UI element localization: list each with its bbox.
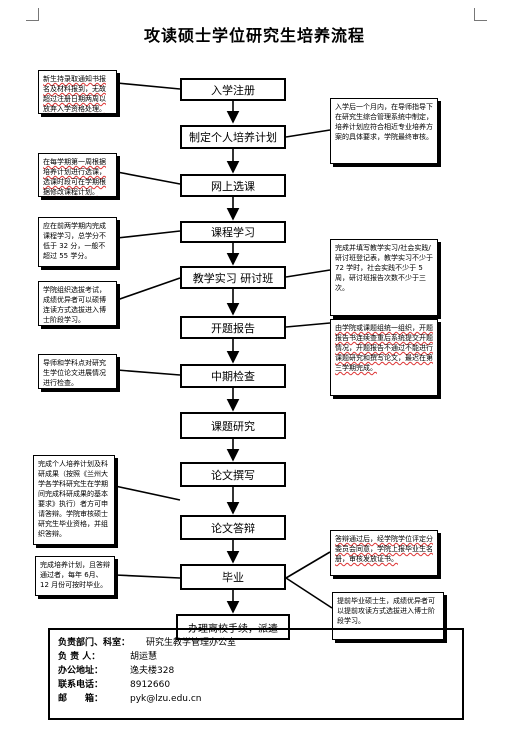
note-midterm-check: 导师和学科点对研究生学位论文进展情况进行检查。	[38, 354, 117, 389]
contact-row-dept: 负责部门、科室： 研究生教学管理办公室	[58, 636, 454, 650]
step-research: 课题研究	[180, 412, 286, 439]
step-enrollment: 入学注册	[180, 78, 286, 101]
note-proposal-report: 由学院或课题组统一组织，开题报告书连续查重后系统提交开题情况，开题报告不通过不能…	[330, 319, 438, 396]
step-teaching-practice-seminar: 教学实习 研讨班	[180, 266, 286, 289]
email-value: pyk@lzu.edu.cn	[130, 694, 202, 704]
step-course-selection: 网上选课	[180, 174, 286, 197]
step-course-study: 课程学习	[180, 221, 286, 243]
phone-label: 联系电话：	[58, 680, 104, 690]
dept-value: 研究生教学管理办公室	[146, 638, 237, 648]
corner-mark-top-right	[474, 8, 487, 21]
note-phd-selection: 学院组织选拔考试，成绩优异者可以硕博连读方式选拔进入博士阶段学习。	[38, 281, 117, 326]
note-practice-seminar: 完成并填写教学实习/社会实践/研讨班登记表，教学实习不少于 72 学时，社会实践…	[330, 239, 438, 316]
contact-row-address: 办公地址： 逸夫楼328	[58, 664, 454, 678]
step-thesis-defense: 论文答辩	[180, 515, 286, 540]
phone-value: 8912660	[130, 680, 171, 690]
email-label: 邮 箱：	[58, 694, 104, 704]
step-midterm-check: 中期检查	[180, 364, 286, 388]
dept-label: 负责部门、科室：	[58, 638, 131, 648]
person-label: 负 责 人：	[58, 652, 101, 662]
note-course-selection: 在每学期第一周根据培养计划进行选课，选课时段可在学期根据修改课程计划。	[38, 153, 117, 197]
step-thesis-writing: 论文撰写	[180, 462, 286, 487]
corner-mark-top-left	[26, 8, 39, 21]
page-title: 攻读硕士学位研究生培养流程	[143, 26, 365, 45]
contact-row-person: 负 责 人： 胡运慧	[58, 650, 454, 664]
person-value: 胡运慧	[130, 652, 158, 662]
note-early-graduation: 提前毕业硕士生，成绩优异者可以提前攻读方式选拔进入博士阶段学习。	[332, 592, 444, 640]
note-course-study: 应在前两学期内完成课程学习，总学分不低于 32 分，一般不超过 55 学分。	[38, 217, 117, 267]
contact-row-email: 邮 箱： pyk@lzu.edu.cn	[58, 692, 454, 706]
address-label: 办公地址：	[58, 666, 104, 676]
note-training-plan: 入学后一个月内，在导师指导下在研究生综合管理系统中制定，培养计划应符合相近专业培…	[330, 98, 438, 164]
step-training-plan: 制定个人培养计划	[180, 125, 286, 149]
address-value: 逸夫楼328	[130, 666, 175, 676]
note-graduation-time: 完成培养计划，且答辩通过者，每年 6月、12 月份可按时毕业。	[35, 556, 115, 596]
contact-info-box: 负责部门、科室： 研究生教学管理办公室 负 责 人： 胡运慧 办公地址： 逸夫楼…	[48, 628, 464, 720]
note-enrollment: 新生持录取通知书报名及材料报到，无故超过注册日期两周以放弃入学资格处理。	[38, 70, 117, 114]
step-proposal-report: 开题报告	[180, 316, 286, 339]
step-graduation: 毕业	[180, 564, 286, 590]
contact-row-phone: 联系电话： 8912660	[58, 678, 454, 692]
note-defense-requirements: 完成个人培养计划及科研成果（按照《兰州大学各学科研究生在学期间完成科研成果的基本…	[33, 455, 115, 545]
note-degree-approval: 答辩通过后，经学院学位评定分委员会同意，学院上报毕业生名册，审核发放证书。	[330, 530, 438, 576]
